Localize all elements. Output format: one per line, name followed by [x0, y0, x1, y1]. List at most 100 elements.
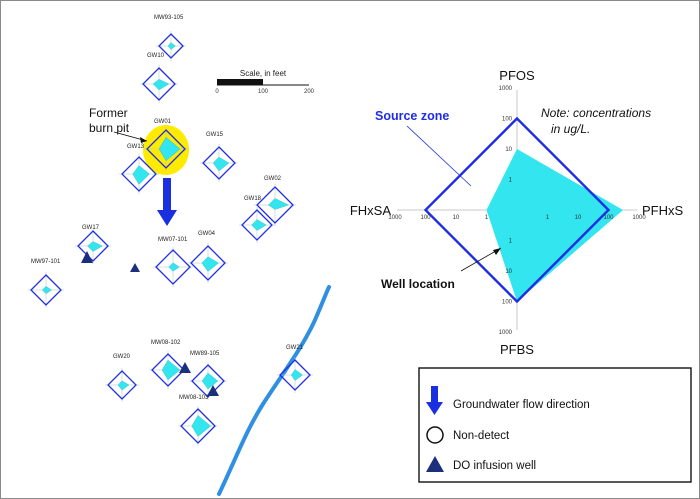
well-glyph: MW08-103 — [178, 395, 218, 446]
well-label: GW21 — [286, 345, 304, 351]
well-label: GW15 — [206, 132, 224, 138]
well-glyph: MW07-101 — [153, 237, 193, 287]
radar-tick-label: 1 — [509, 239, 513, 245]
well-label: GW01 — [154, 119, 172, 125]
radar-tick-label: 1000 — [388, 215, 402, 221]
well-outline — [142, 67, 176, 101]
scale-tick-label: 200 — [304, 89, 315, 95]
well-outline — [190, 245, 226, 281]
well-location-pointer-head — [493, 248, 501, 255]
well-concentration-fill — [117, 380, 130, 391]
well-concentration-fill — [158, 136, 181, 162]
scale-tick-label: 0 — [215, 89, 219, 95]
legend-circle-icon — [426, 426, 444, 444]
well-glyph: MW08-102 — [149, 340, 187, 389]
well-glyph: MW89-105 — [189, 351, 227, 400]
well-glyphs: MW93-105GW10GW01GW13GW15GW02GW18GW17MW07… — [28, 15, 313, 446]
legend-box — [418, 367, 692, 483]
scale-tick-label: 100 — [258, 89, 269, 95]
scale-bar-title: Scale, in feet — [240, 69, 287, 78]
legend-label: DO infusion well — [453, 460, 536, 472]
well-concentration-fill — [41, 285, 52, 295]
well-concentration-fill — [201, 372, 219, 390]
well-concentration-fill — [132, 165, 150, 185]
legend-item-do: DO infusion well — [426, 456, 536, 472]
well-label: MW93-105 — [154, 15, 184, 21]
do-infusion-well-marker — [179, 362, 191, 373]
well-label: GW02 — [264, 176, 282, 182]
well-location-label: Well location — [381, 277, 455, 291]
well-outline — [256, 186, 294, 224]
well-outline — [155, 249, 191, 285]
well-concentration-fill — [191, 415, 212, 437]
legend: Groundwater flow direction Non-detect DO… — [418, 367, 692, 483]
radar-tick-label: 100 — [603, 215, 614, 221]
legend-arrow-icon-head — [426, 402, 443, 415]
well-glyph: GW10 — [140, 53, 178, 103]
radar-tick-label: 10 — [505, 269, 512, 275]
source-zone-fill — [486, 149, 624, 302]
well-concentration-fill — [212, 156, 230, 172]
radar-tick-label: 10 — [575, 215, 582, 221]
groundwater-flow-arrow — [157, 178, 177, 226]
well-outline — [77, 230, 109, 262]
well-glyph: MW97-101 — [28, 259, 64, 308]
scale-bar: Scale, in feet 0 100 200 — [215, 69, 314, 95]
radar-tick-label: 1 — [546, 215, 550, 221]
radar-tick-label: 1 — [509, 178, 513, 184]
radar-tick-label: 100 — [502, 300, 513, 306]
do-infusion-well-marker — [207, 385, 219, 396]
well-outline — [202, 146, 236, 180]
radar-tick-label: 1 — [485, 215, 489, 221]
radar-tick-label: 100 — [420, 215, 431, 221]
well-glyph: GW02 — [254, 176, 296, 226]
radar-tick-label: 100 — [502, 117, 513, 123]
well-concentration-fill — [161, 359, 181, 381]
well-glyph: GW01 — [144, 119, 188, 171]
well-glyph: GW17 — [75, 225, 111, 264]
well-label: GW04 — [198, 231, 216, 237]
well-label: GW13 — [127, 144, 145, 150]
legend-label: Groundwater flow direction — [453, 399, 590, 411]
legend-triangle-icon — [426, 456, 444, 472]
radar-tick-label: 10 — [453, 215, 460, 221]
well-concentration-fill — [201, 256, 219, 272]
well-concentration-fill — [251, 219, 267, 231]
legend-item-nondetect: Non-detect — [426, 426, 510, 444]
well-concentration-fill — [291, 369, 303, 381]
well-outline — [241, 209, 273, 241]
well-concentration-fill — [268, 198, 290, 210]
well-glyph: GW04 — [188, 231, 228, 283]
radar-axis-label-right: PFHxS — [642, 203, 684, 218]
radar-axis-label-left: FHxSA — [350, 203, 392, 218]
well-outline — [146, 129, 186, 169]
river-line — [217, 285, 331, 496]
well-label: MW89-105 — [190, 351, 220, 357]
well-location-outline — [423, 116, 611, 304]
well-outline — [151, 353, 185, 387]
radar-axis-label-top: PFOS — [499, 68, 535, 83]
well-outline — [279, 359, 311, 391]
source-zone-label: Source zone — [375, 109, 449, 123]
radar-tick-label: 10 — [505, 147, 512, 153]
well-glyph: GW20 — [105, 354, 139, 402]
well-label: MW08-103 — [179, 395, 209, 401]
source-zone-pointer — [406, 125, 472, 187]
well-concentration-fill — [168, 262, 180, 272]
radar-tick-label: 1000 — [499, 86, 513, 92]
well-concentration-fill — [152, 79, 170, 91]
well-label: MW97-101 — [31, 259, 61, 265]
well-glyph: GW15 — [200, 132, 238, 182]
do-infusion-well-marker — [81, 251, 93, 263]
radar-axis-label-bottom: PFBS — [500, 342, 534, 357]
well-outline — [191, 364, 225, 398]
well-outline — [107, 370, 137, 400]
well-outline — [158, 33, 184, 59]
legend-item-flow: Groundwater flow direction — [426, 386, 590, 415]
well-label: GW20 — [113, 354, 131, 360]
do-infusion-well-marker — [130, 263, 140, 272]
